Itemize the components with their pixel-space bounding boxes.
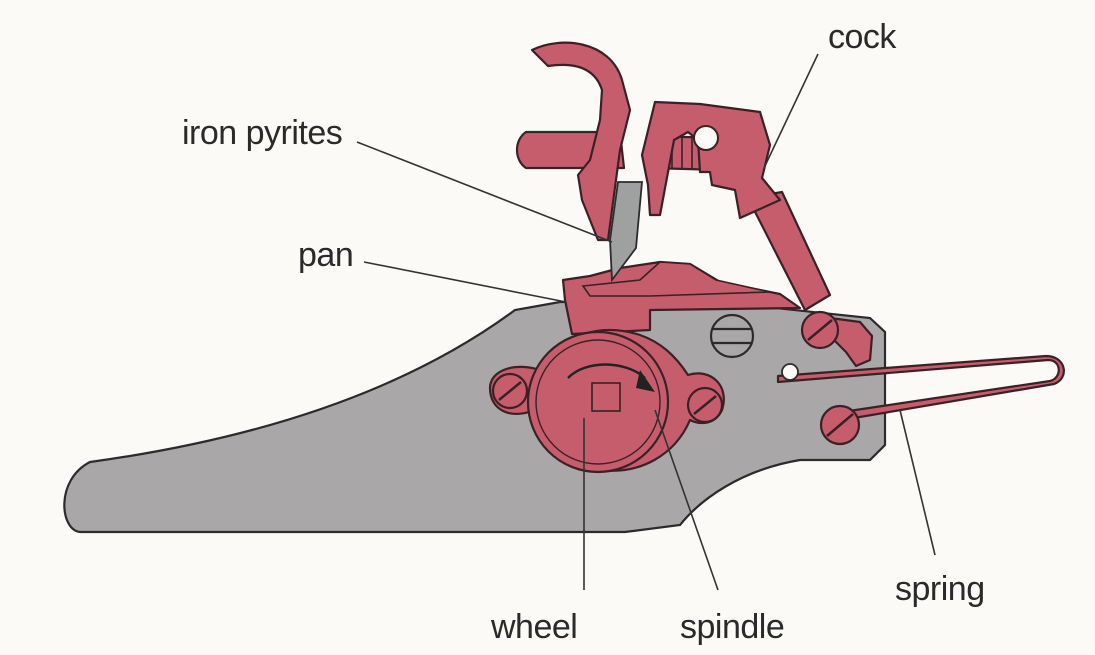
leader-spring bbox=[899, 409, 936, 556]
sear-arm bbox=[828, 316, 874, 368]
iron-pyrites bbox=[609, 181, 643, 283]
rotation-arrow bbox=[567, 363, 646, 379]
leader-cock bbox=[763, 53, 819, 169]
rotation-arrowhead-icon bbox=[636, 370, 655, 392]
cock-head bbox=[640, 100, 782, 220]
label-wheel: wheel bbox=[490, 608, 577, 646]
leader-pan bbox=[363, 261, 567, 303]
label-spindle: spindle bbox=[680, 608, 784, 646]
spindle bbox=[591, 382, 621, 412]
label-iron-pyrites: iron pyrites bbox=[182, 114, 342, 152]
leader-iron-pyrites bbox=[356, 141, 613, 243]
lock-plate bbox=[63, 298, 887, 534]
plate-hole bbox=[781, 363, 799, 381]
cock-head-hole bbox=[693, 125, 719, 151]
label-spring: spring bbox=[895, 570, 985, 608]
wheel-rim bbox=[535, 339, 661, 465]
pan-cover bbox=[581, 261, 771, 297]
label-cock: cock bbox=[828, 18, 897, 56]
cock-jaw-left bbox=[530, 41, 632, 242]
label-pan: pan bbox=[298, 236, 353, 274]
leader-spindle bbox=[654, 409, 719, 591]
plate-screw bbox=[709, 313, 755, 359]
